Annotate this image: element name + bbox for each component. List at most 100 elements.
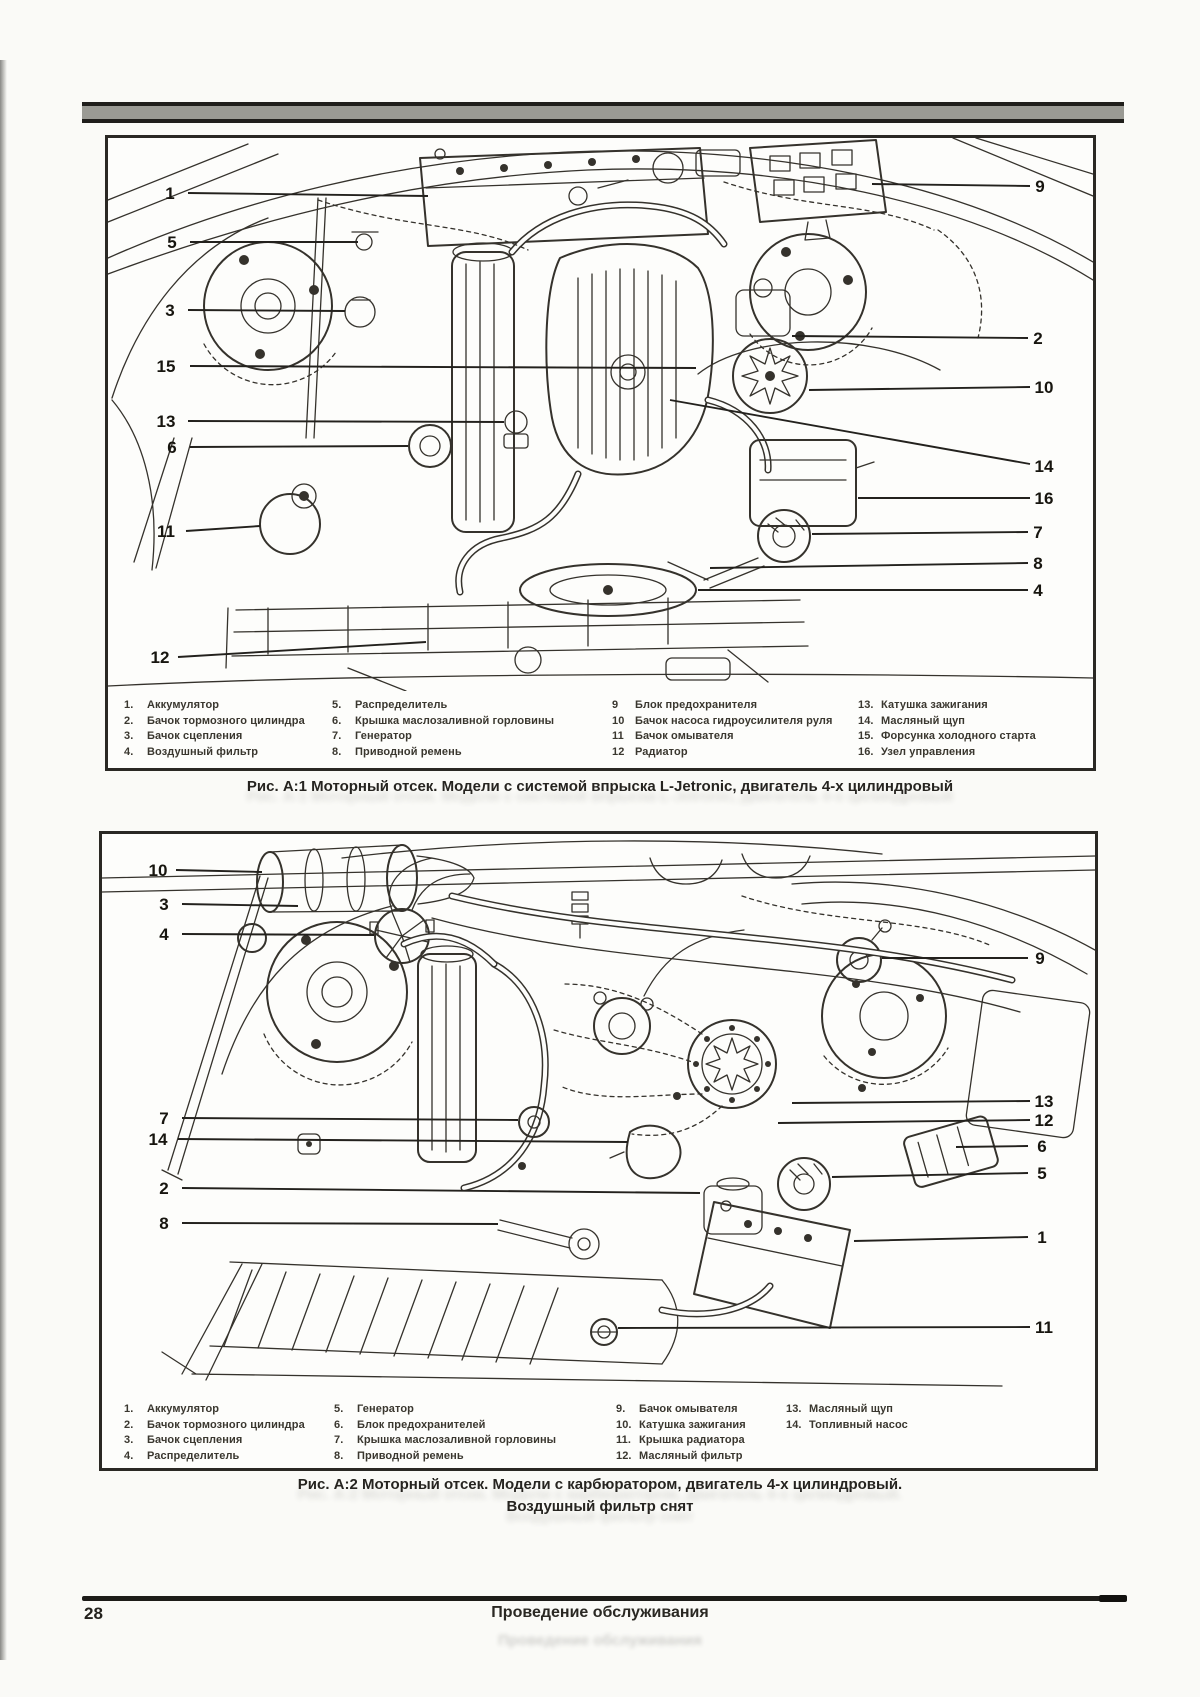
callout-number-13: 13 <box>1035 1092 1054 1111</box>
legend-column: 13.Катушка зажигания 14.Масляный щуп 15.Фо… <box>858 698 1036 760</box>
callout-leader-1 <box>187 192 429 197</box>
callout-leader-12 <box>777 1119 1031 1124</box>
callout-leader-13 <box>791 1100 1031 1104</box>
callout-leader-11 <box>617 1326 1031 1329</box>
figure-a2-caption-line2: Воздушный фильтр снят <box>506 1498 694 1515</box>
legend-item: 1.Аккумулятор <box>124 1403 220 1415</box>
callout-number-6: 6 <box>167 438 176 457</box>
callout-number-4: 4 <box>159 925 169 944</box>
legend-item: 5.Генератор <box>334 1403 414 1415</box>
callout-number-6: 6 <box>1037 1137 1046 1156</box>
callout-number-3: 3 <box>165 301 174 320</box>
callout-number-10: 10 <box>149 861 168 880</box>
legend-item: 6.Блок предохранителей <box>334 1418 486 1431</box>
callout-number-11: 11 <box>1035 1318 1053 1337</box>
legend-item: 3.Бачок сцепления <box>124 730 243 742</box>
legend-item: 5.Распределитель <box>332 699 448 711</box>
figure-a2-caption-line1: Рис. А:2 Моторный отсек. Модели с карбюр… <box>297 1476 903 1493</box>
top-double-rule <box>82 102 1124 123</box>
callout-leader-14 <box>669 399 1031 465</box>
legend-column: 13.Масляный щуп 14.Топливный насос <box>786 1402 908 1433</box>
legend-item: 2.Бачок тормозного цилиндра <box>124 1418 305 1431</box>
callout-number-8: 8 <box>159 1214 168 1233</box>
callout-number-1: 1 <box>165 184 174 203</box>
callout-leader-15 <box>189 365 697 369</box>
callout-number-9: 9 <box>1035 177 1044 196</box>
footer-title: Проведение обслуживания <box>491 1604 709 1621</box>
legend-column: 1.Аккумулятор 2.Бачок тормозного цилиндра… <box>124 1402 305 1464</box>
legend-item: 9.Бачок омывателя <box>616 1403 738 1415</box>
callout-leader-8 <box>181 1222 499 1225</box>
callout-number-8: 8 <box>1033 554 1042 573</box>
callout-leader-6 <box>189 445 409 448</box>
callout-number-2: 2 <box>159 1179 168 1198</box>
callout-number-12: 12 <box>151 648 170 667</box>
callout-leader-10 <box>175 869 263 873</box>
callout-leader-11 <box>185 525 261 532</box>
figure-a2-caption: Рис. А:2 Моторный отсек. Модели с карбюр… <box>105 1474 1095 1518</box>
callout-leader-1 <box>853 1236 1029 1242</box>
callout-number-3: 3 <box>159 895 168 914</box>
legend-item: 3.Бачок сцепления <box>124 1434 243 1446</box>
callout-number-10: 10 <box>1035 378 1054 397</box>
callout-leader-7 <box>811 531 1029 535</box>
legend-item: 4.Воздушный фильтр <box>124 745 259 758</box>
callout-number-14: 14 <box>149 1130 168 1149</box>
callout-leader-4 <box>181 933 375 936</box>
callout-leader-14 <box>177 1138 629 1143</box>
legend-column: 5.Генератор 6.Блок предохранителей 7.Крышк… <box>334 1402 556 1464</box>
callout-number-9: 9 <box>1035 949 1044 968</box>
legend-item: 8.Приводной ремень <box>332 745 462 758</box>
callout-leader-2 <box>791 335 1029 339</box>
legend-item: 13.Катушка зажигания <box>858 699 988 711</box>
legend-item: 4.Распределитель <box>124 1449 240 1462</box>
callout-leader-3 <box>181 903 299 907</box>
callout-leader-13 <box>187 420 505 423</box>
callout-leader-6 <box>955 1145 1029 1148</box>
callout-number-11: 11 <box>157 522 175 541</box>
legend-item: 13.Масляный щуп <box>786 1403 894 1415</box>
callout-number-16: 16 <box>1035 489 1054 508</box>
legend-item: 7.Крышка маслозаливной горловины <box>334 1434 557 1446</box>
figure-a1-caption: Рис. А:1 Моторный отсек. Модели с систем… <box>246 778 954 795</box>
callout-number-1: 1 <box>1037 1228 1046 1247</box>
legend-item: 10.Катушка зажигания <box>616 1418 746 1431</box>
legend-item: 1.Аккумулятор <box>124 699 220 711</box>
callout-leader-8 <box>709 562 1029 569</box>
legend-item: 8.Приводной ремень <box>334 1449 464 1462</box>
callout-number-7: 7 <box>159 1109 168 1128</box>
callout-leader-9 <box>871 183 1031 187</box>
callout-number-14: 14 <box>1035 457 1054 476</box>
callout-number-15: 15 <box>157 357 176 376</box>
legend-item: 15.Форсунка холодного старта <box>858 730 1036 742</box>
callout-number-2: 2 <box>1033 329 1042 348</box>
callout-leader-3 <box>187 309 346 312</box>
legend-item: 14.Масляный щуп <box>858 714 966 727</box>
scan-edge-artifact <box>0 60 7 1660</box>
callout-number-12: 12 <box>1035 1111 1054 1130</box>
callout-number-4: 4 <box>1033 581 1043 600</box>
legend-item: 14.Топливный насос <box>786 1418 908 1431</box>
footer-title-ghost: Проведение обслуживания <box>498 1632 702 1649</box>
legend-item: 12.Масляный фильтр <box>616 1449 743 1462</box>
page-number: 28 <box>84 1604 103 1623</box>
legend-item: 7.Генератор <box>332 730 412 742</box>
callout-number-5: 5 <box>1037 1164 1046 1183</box>
callout-number-13: 13 <box>157 412 176 431</box>
callout-leader-7 <box>181 1117 519 1121</box>
figure-a2-legend: 1.Аккумулятор 2.Бачок тормозного цилиндра… <box>102 1398 1095 1468</box>
legend-item: 16.Узел управления <box>858 745 976 758</box>
callout-leader-12 <box>177 641 427 658</box>
